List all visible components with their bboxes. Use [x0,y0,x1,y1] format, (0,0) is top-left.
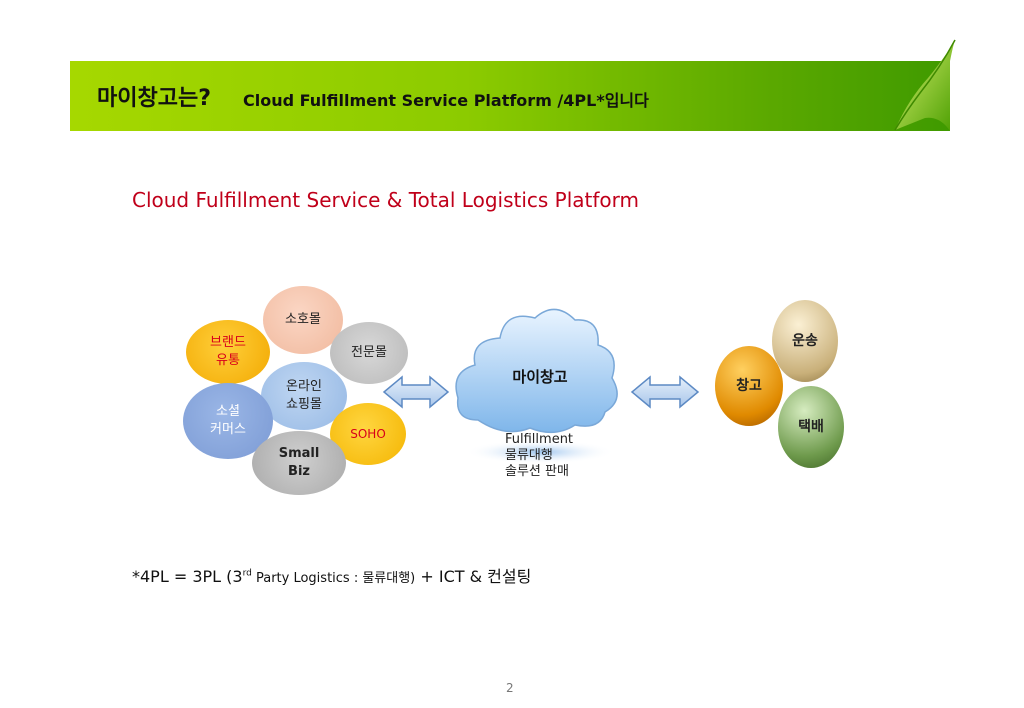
cloud-label: 마이창고 [512,368,568,386]
header-banner [70,61,950,131]
page-title: 마이창고는? [97,86,211,111]
bubble-soho-mall: 소호몰 [263,286,343,354]
bubble-specialty-mall: 전문몰 [330,322,408,384]
page-number: 2 [506,681,514,695]
double-arrow-left [382,375,450,409]
cloud-services-text: Fulfillment 물류대행 솔루션 판매 [505,432,574,479]
cloud-shape [455,308,618,434]
sphere-delivery: 택배 [778,386,844,468]
sphere-warehouse: 창고 [715,346,783,426]
double-arrow-right [630,375,700,409]
sphere-transport: 운송 [772,300,838,382]
section-subtitle: Cloud Fulfillment Service & Total Logist… [132,188,640,212]
page-title-subtext: Cloud Fulfillment Service Platform /4PL*… [243,91,649,110]
footnote-4pl-definition: *4PL = 3PL (3rd Party Logistics : 물류대행) … [132,567,532,586]
page-curl-decoration [894,39,956,131]
